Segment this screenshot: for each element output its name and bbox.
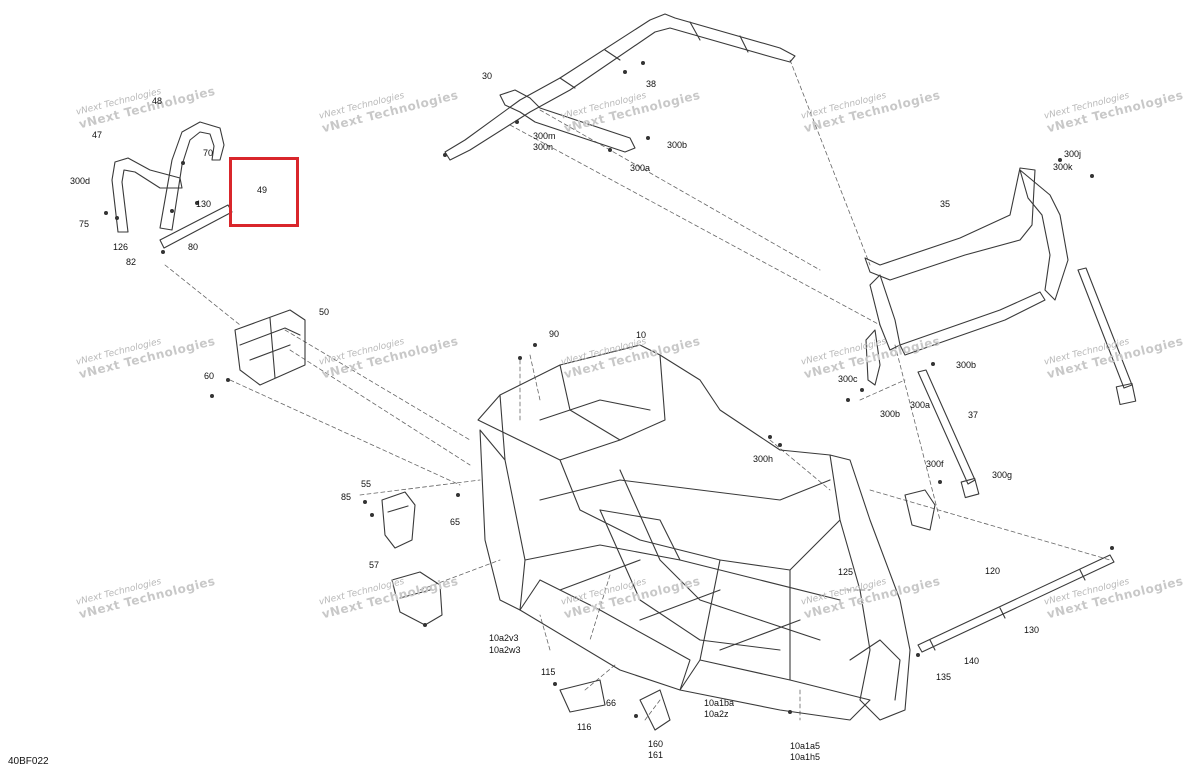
callout-label[interactable]: 57 [369,560,380,570]
callout-label[interactable]: 300b [667,140,688,150]
callout-label[interactable]: 126 [113,242,129,252]
callout-label[interactable]: 30 [482,71,493,81]
callout-label[interactable]: 10a2z [704,709,729,719]
bracket-55 [381,491,416,549]
bracket-57 [391,571,443,626]
callout-label[interactable]: 300h [753,454,774,464]
bar-130 [159,204,233,249]
callout-label[interactable]: 82 [126,257,137,267]
callout-label[interactable]: 300g [992,470,1013,480]
callout-label[interactable]: 60 [204,371,215,381]
callout-label[interactable]: 10a2w3 [489,645,521,655]
bolt-markers [104,61,1114,718]
callout-label[interactable]: 116 [577,722,592,732]
callout-label[interactable]: 300a [630,163,651,173]
callout-label[interactable]: 75 [79,219,90,229]
highlight-box-part-49 [229,157,299,227]
callout-label[interactable]: 120 [985,566,1001,576]
callout-label[interactable]: 300k [1053,162,1073,172]
callout-label[interactable]: 47 [92,130,103,140]
callout-label[interactable]: 10a1h5 [790,752,821,762]
bracket-50 [234,309,306,386]
callout-label[interactable]: 300n [533,142,554,152]
hoop-47 [111,157,183,233]
callout-label[interactable]: 300b [956,360,977,370]
callout-label[interactable]: 300c [838,374,858,384]
callout-label[interactable]: 66 [606,698,617,708]
diagram-code: 40BF022 [8,756,49,767]
callout-label[interactable]: 35 [940,199,951,209]
callout-label[interactable]: 161 [648,750,664,760]
callout-label[interactable]: 48 [152,96,163,106]
callout-label[interactable]: 135 [936,672,952,682]
callout-label[interactable]: 300f [926,459,944,469]
callout-label[interactable]: 160 [648,739,664,749]
callout-label[interactable]: 300d [70,176,91,186]
roof-rail-30 [444,13,796,161]
callout-label[interactable]: 130 [196,199,212,209]
callout-label[interactable]: 10a1ba [704,698,735,708]
callout-label[interactable]: 37 [968,410,979,420]
bracket-116 [559,679,606,713]
callout-label[interactable]: 65 [450,517,461,527]
callout-label[interactable]: 55 [361,479,372,489]
callout-label[interactable]: 140 [964,656,980,666]
strut-right [1077,267,1137,406]
callout-label[interactable]: 300j [1064,149,1082,159]
callout-label[interactable]: 85 [341,492,352,502]
callout-label[interactable]: 130 [1024,625,1040,635]
hoop-48 [159,121,225,231]
callout-label[interactable]: 125 [838,567,854,577]
cage-35 [864,167,1069,386]
callout-label[interactable]: 80 [188,242,199,252]
bracket-right [904,489,936,531]
callout-label[interactable]: 38 [646,79,657,89]
callout-label[interactable]: 50 [319,307,330,317]
callout-label[interactable]: 300a [910,400,931,410]
callout-label[interactable]: 49 [257,185,268,195]
rail-120 [917,554,1115,653]
main-frame-10 [477,344,911,721]
bracket-160 [639,689,671,731]
callout-label[interactable]: 10a2v3 [489,633,519,643]
strut-37 [917,369,980,499]
callout-label[interactable]: 115 [541,667,556,677]
callout-label[interactable]: 10 [636,330,647,340]
callout-label[interactable]: 300m [533,131,556,141]
callout-label[interactable]: 300b [880,409,901,419]
callout-label[interactable]: 70 [203,148,214,158]
callout-label[interactable]: 90 [549,329,560,339]
callout-label[interactable]: 10a1a5 [790,741,821,751]
